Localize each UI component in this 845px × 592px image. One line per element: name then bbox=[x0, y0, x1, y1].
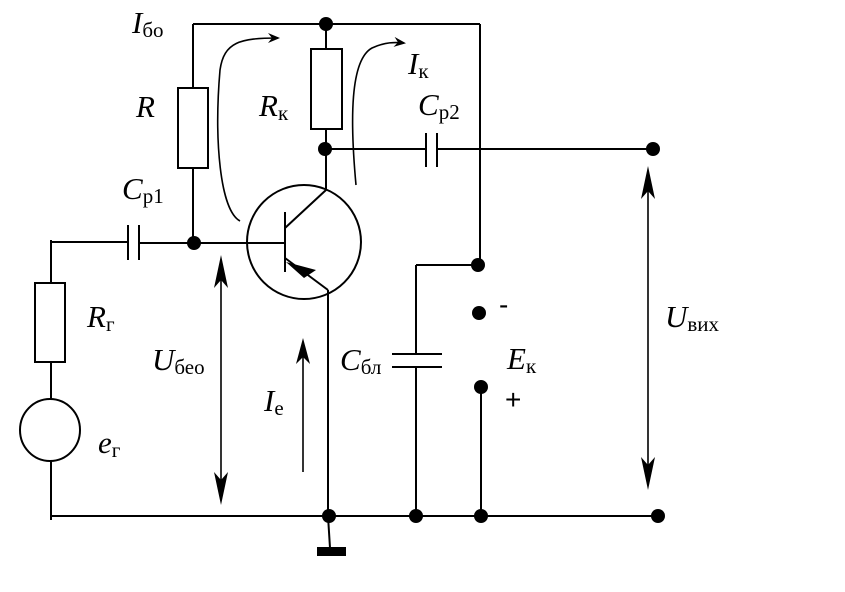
transistor bbox=[246, 184, 362, 516]
label-u-beo: Uбео bbox=[152, 342, 205, 379]
label-r: R bbox=[135, 89, 155, 124]
bias-resistor bbox=[177, 24, 209, 243]
minus-sign: - bbox=[499, 289, 508, 320]
input-voltage-arrow bbox=[214, 255, 228, 505]
plus-sign: + bbox=[505, 384, 521, 415]
label-u-out: Uвих bbox=[665, 299, 720, 336]
label-e-g: eг bbox=[98, 425, 121, 462]
label-c-bl: Cбл bbox=[340, 342, 381, 379]
junction-dots bbox=[187, 17, 665, 523]
base-current-arrow bbox=[216, 33, 280, 222]
input-capacitor bbox=[51, 225, 248, 260]
label-r-k: Rк bbox=[258, 88, 289, 125]
top-rail bbox=[193, 23, 481, 265]
blocking-capacitor bbox=[392, 264, 480, 516]
output-voltage-arrow bbox=[641, 166, 655, 490]
ground-icon bbox=[317, 547, 346, 556]
emitter-arrow-icon bbox=[286, 262, 316, 278]
label-i-e: Iе bbox=[263, 383, 284, 420]
bottom-rail bbox=[51, 515, 658, 556]
label-c-p1: Cр1 bbox=[122, 171, 164, 208]
label-c-p2: Cр2 bbox=[418, 87, 460, 124]
collector-current-arrow bbox=[351, 36, 406, 186]
label-e-k: Eк bbox=[506, 341, 537, 378]
output-capacitor bbox=[326, 133, 653, 167]
label-r-g: Rг bbox=[86, 299, 115, 336]
source-branch bbox=[19, 240, 81, 520]
label-i-k: Iк bbox=[407, 46, 429, 83]
collector-resistor bbox=[310, 24, 343, 190]
label-i-b0: Iбо bbox=[131, 5, 164, 42]
emitter-current-arrow bbox=[296, 338, 310, 472]
